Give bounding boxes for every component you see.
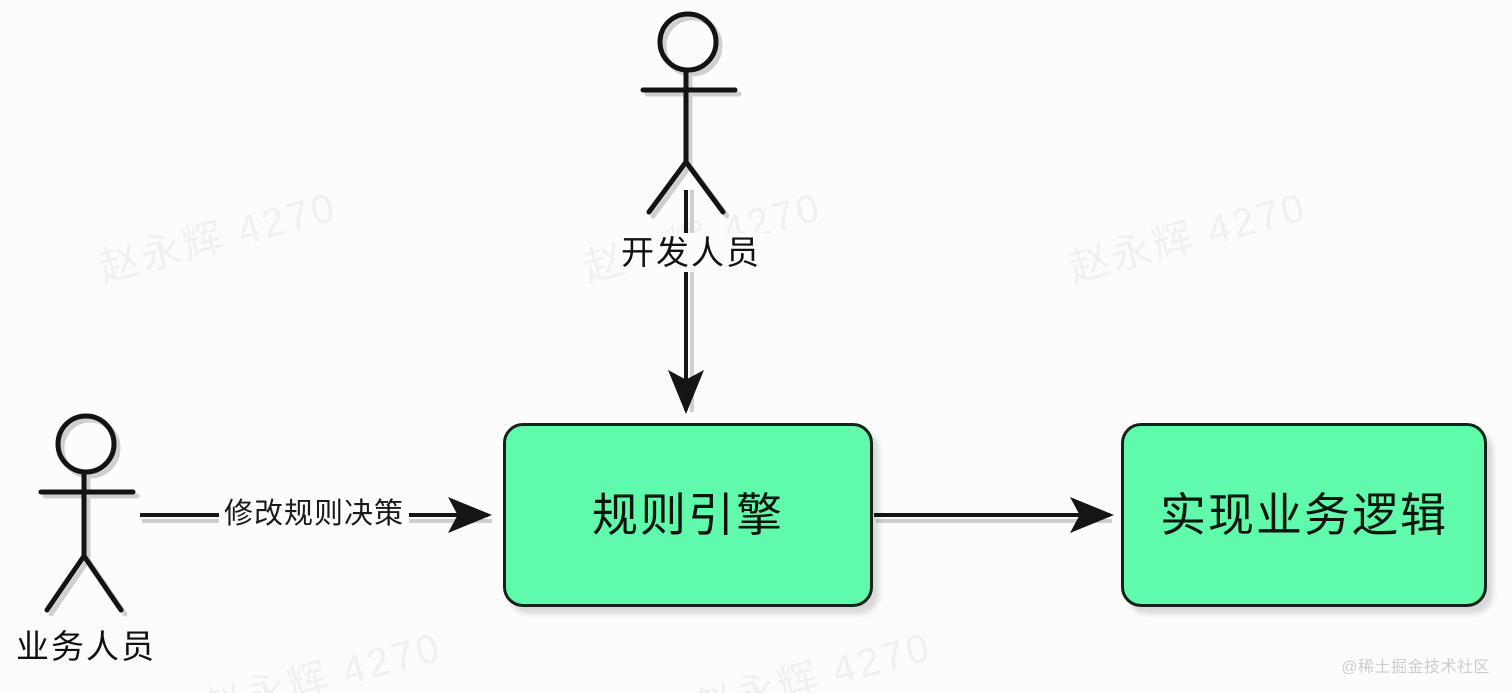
actor-label-business-user: 业务人员: [16, 628, 156, 665]
edge-developer-to-rule-engine: [668, 190, 704, 414]
stick-figure-icon-business-user: [38, 413, 140, 617]
node-rule-engine[interactable]: 规则引擎: [503, 423, 873, 607]
corner-watermark: @稀土掘金技术社区: [1341, 659, 1490, 676]
actor-label-developer: 开发人员: [615, 233, 767, 272]
node-business-logic-label: 实现业务逻辑: [1160, 489, 1448, 541]
edge-label-modify-rule-decision: 修改规则决策: [219, 497, 410, 532]
node-rule-engine-label: 规则引擎: [592, 489, 784, 541]
edge-rule-engine-to-business-logic: [874, 497, 1114, 533]
node-business-logic[interactable]: 实现业务逻辑: [1121, 423, 1487, 607]
stick-figure-icon-developer: [640, 11, 742, 219]
